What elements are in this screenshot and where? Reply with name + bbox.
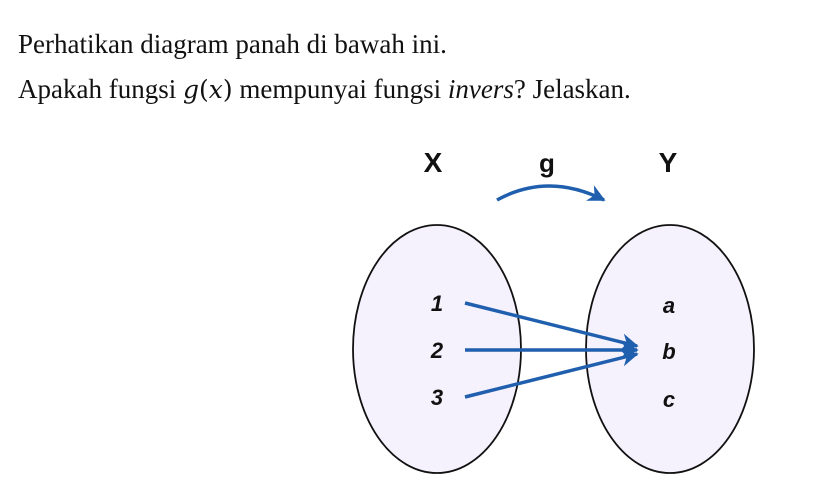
codomain-label: Y bbox=[659, 147, 678, 178]
arrow-1-to-b bbox=[464, 301, 639, 351]
codomain-element-b: b bbox=[662, 339, 675, 364]
domain-label: X bbox=[424, 147, 443, 178]
mapping-direction-arrow bbox=[496, 184, 606, 202]
question-line-1: Perhatikan diagram panah di bawah ini. bbox=[18, 29, 447, 59]
question-text: Perhatikan diagram panah di bawah ini. A… bbox=[18, 22, 631, 112]
domain-element-3: 3 bbox=[431, 385, 443, 410]
question-line-2: Apakah fungsi g(x) mempunyai fungsi inve… bbox=[18, 74, 631, 104]
arrow-3-to-b bbox=[464, 349, 639, 399]
domain-element-1: 1 bbox=[431, 291, 443, 316]
function-label: g bbox=[539, 148, 555, 178]
domain-element-2: 2 bbox=[430, 338, 444, 363]
function-notation: g(x) bbox=[182, 75, 233, 104]
codomain-element-a: a bbox=[663, 293, 675, 318]
codomain-element-c: c bbox=[663, 387, 675, 412]
